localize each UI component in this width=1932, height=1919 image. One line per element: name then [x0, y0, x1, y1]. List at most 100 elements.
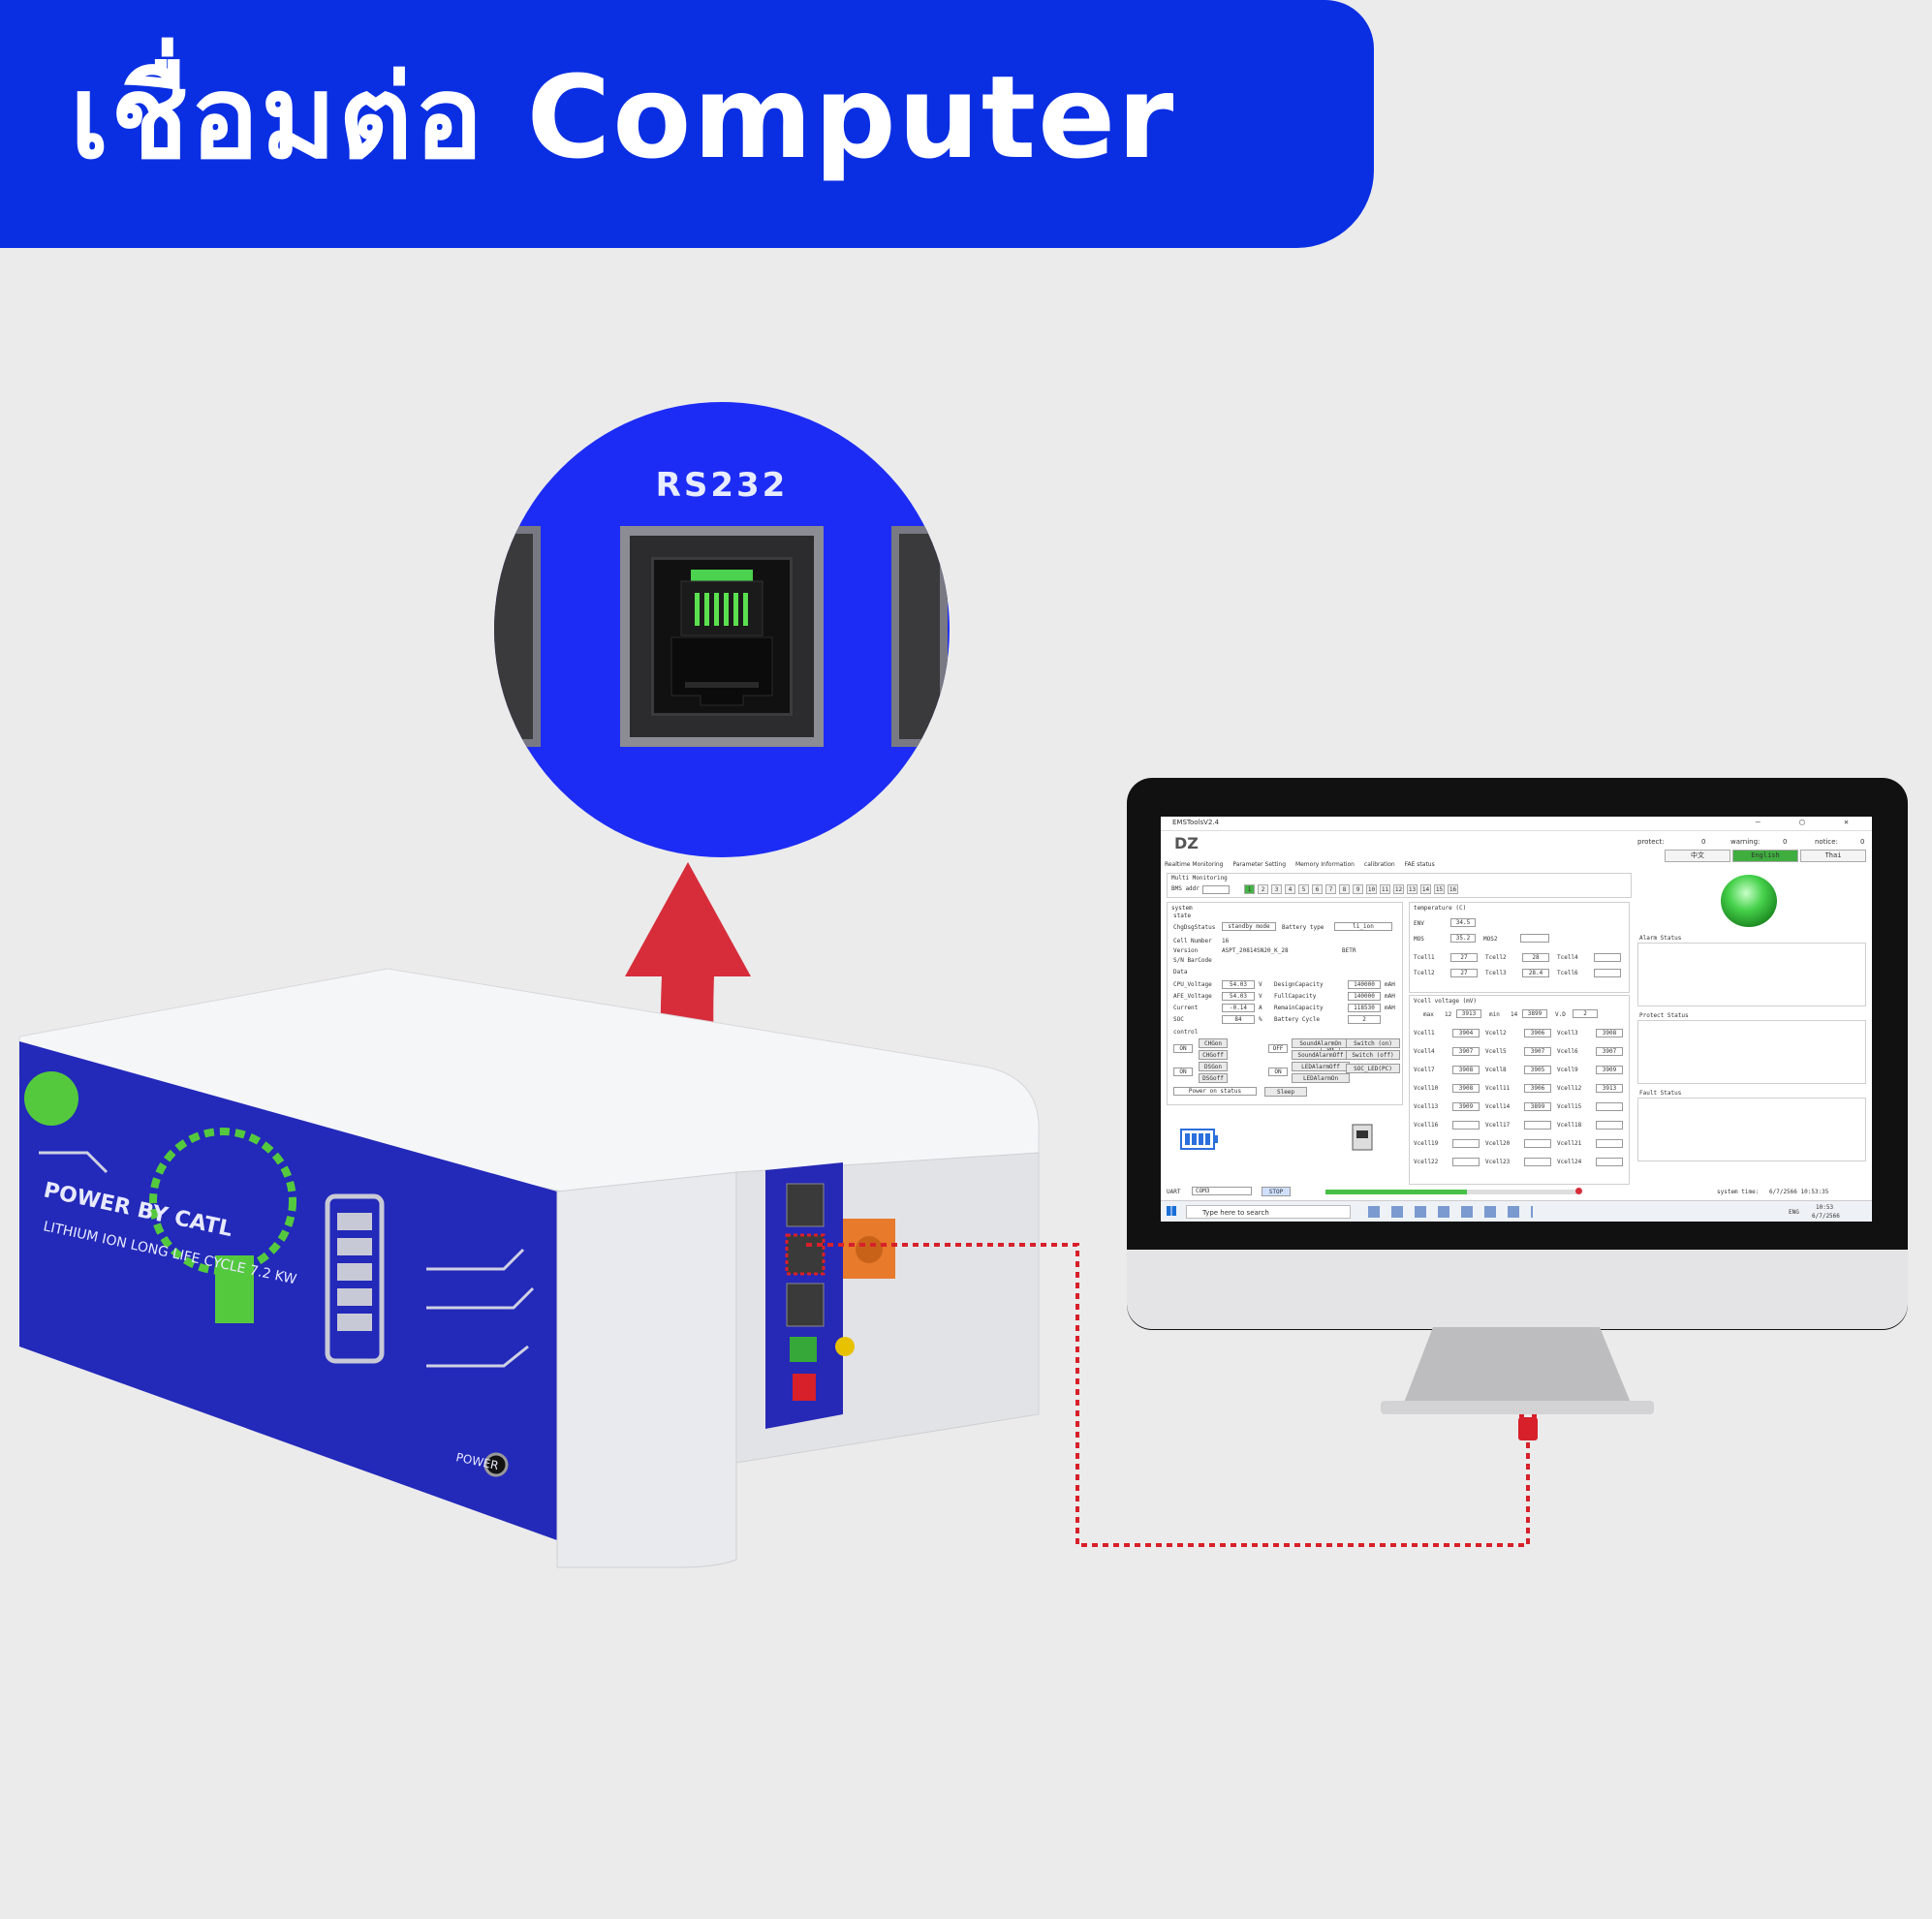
status-led-icon [1721, 875, 1777, 927]
bms-addr-button-12[interactable]: 12 [1393, 884, 1404, 894]
vcell-value: 3908 [1452, 1066, 1480, 1074]
temp-cell-value [1594, 953, 1621, 962]
taskbar-apps-icons[interactable] [1368, 1206, 1533, 1218]
data-value: 118530 [1348, 1004, 1381, 1012]
led-alarm-off-button[interactable]: LEDAlarmOff [1292, 1062, 1350, 1071]
dsg-on-indicator: ON [1173, 1068, 1193, 1076]
data-value: 140000 [1348, 980, 1381, 989]
sound-alarm-on-button[interactable]: SoundAlarmOn [1292, 1038, 1350, 1048]
led-alarm-on-button[interactable]: LEDAlarmOn [1292, 1073, 1350, 1083]
app-logo: DZ [1174, 834, 1199, 852]
header-banner: เชื่อมต่อ Computer [0, 0, 1374, 248]
vcell-label: Vcell15 [1557, 1103, 1582, 1110]
vcell-value: 3906 [1524, 1084, 1551, 1093]
bms-addr-button-7[interactable]: 7 [1325, 884, 1336, 894]
chg-dsg-status-value: standby mode [1222, 922, 1276, 931]
stop-button[interactable]: STOP [1262, 1187, 1291, 1196]
bms-addr-button-8[interactable]: 8 [1339, 884, 1350, 894]
bms-addr-button-6[interactable]: 6 [1312, 884, 1323, 894]
tab-memory[interactable]: Memory Information [1294, 861, 1355, 868]
vcell-value [1452, 1139, 1480, 1148]
com-port-select[interactable]: COM3 [1192, 1187, 1252, 1195]
tab-fae[interactable]: FAE status [1404, 861, 1435, 868]
data-label: SOC [1173, 1016, 1184, 1023]
tab-calibration[interactable]: calibration [1363, 861, 1395, 868]
sound-alarm-off-button[interactable]: SoundAlarmOff [1292, 1050, 1350, 1060]
battery-unit: POWER BY CATL LITHIUM ION LONG LIFE CYCL… [0, 959, 1066, 1583]
lang-thai-button[interactable]: Thai [1800, 850, 1866, 862]
rj-port-frame [620, 526, 824, 747]
data-unit: mAH [1385, 1005, 1395, 1011]
bms-addr-button-9[interactable]: 9 [1353, 884, 1363, 894]
system-time-label: system time: [1717, 1189, 1760, 1195]
temp-cell-label: Tcell1 [1414, 954, 1435, 961]
temp-cell-value: 28.4 [1522, 969, 1549, 977]
vcell-vd-label: V.D [1555, 1011, 1566, 1018]
bms-addr-button-10[interactable]: 10 [1366, 884, 1377, 894]
taskbar-clock-date: 6/7/2566 [1812, 1213, 1840, 1220]
bms-addr-input[interactable] [1202, 885, 1230, 894]
vcell-value [1596, 1102, 1623, 1111]
data-title: Data [1173, 969, 1188, 975]
taskbar-search-input[interactable]: Type here to search [1186, 1205, 1351, 1219]
bms-addr-button-3[interactable]: 3 [1271, 884, 1282, 894]
dsg-off-button[interactable]: DSGoff [1199, 1073, 1228, 1083]
rs232-label: RS232 [655, 466, 789, 505]
bms-addr-button-11[interactable]: 11 [1380, 884, 1390, 894]
vcell-value: 3906 [1524, 1029, 1551, 1037]
bms-addr-button-1[interactable]: 1 [1244, 884, 1255, 894]
chg-off-button[interactable]: CHGoff [1199, 1050, 1228, 1060]
vcell-value: 3907 [1452, 1047, 1480, 1056]
monitor-chin [1127, 1250, 1908, 1329]
vcell-value: 3909 [1452, 1102, 1480, 1111]
vcell-value: 3908 [1596, 1029, 1623, 1037]
bms-addr-button-5[interactable]: 5 [1298, 884, 1309, 894]
temp-cell-value: 28 [1522, 953, 1549, 962]
system-panel: system state ChgDsgStatus standby mode B… [1167, 902, 1403, 1105]
vcell-label: Vcell3 [1557, 1030, 1578, 1037]
switch-off-button[interactable]: Switch (off) [1346, 1050, 1400, 1060]
vcell-label: Vcell8 [1485, 1067, 1507, 1073]
warning-value: 0 [1783, 838, 1788, 846]
taskbar-lang[interactable]: ENG [1789, 1209, 1799, 1216]
lang-chinese-button[interactable]: 中文 [1665, 850, 1730, 862]
alarm-status-label: Alarm Status [1639, 935, 1682, 942]
sleep-button[interactable]: Sleep [1264, 1087, 1307, 1097]
version-extra: BETR [1342, 947, 1356, 954]
vcell-value: 3909 [1596, 1066, 1623, 1074]
vcell-label: Vcell22 [1414, 1159, 1439, 1165]
vcell-value: 3913 [1596, 1084, 1623, 1093]
chg-dsg-status-label: ChgDsgStatus [1173, 924, 1216, 931]
bms-addr-button-15[interactable]: 15 [1434, 884, 1445, 894]
tab-parameter[interactable]: Parameter Setting [1232, 861, 1287, 868]
data-label: RemainCapacity [1274, 1005, 1324, 1011]
vcell-value: 3907 [1596, 1047, 1623, 1056]
vcell-label: Vcell13 [1414, 1103, 1439, 1110]
bms-addr-button-16[interactable]: 16 [1448, 884, 1458, 894]
temperature-panel: temperature (C) ENV 34.5 MOS 35.2 MOS2 T… [1409, 902, 1630, 993]
state-title: state [1173, 913, 1192, 919]
protect-status-label: Protect Status [1639, 1012, 1689, 1019]
bms-addr-button-13[interactable]: 13 [1407, 884, 1418, 894]
data-value: 140000 [1348, 992, 1381, 1001]
window-controls[interactable]: — ▢ ✕ [1755, 818, 1866, 826]
vcell-value [1524, 1139, 1551, 1148]
tab-realtime[interactable]: Realtime Monitoring [1165, 861, 1224, 868]
bms-addr-button-4[interactable]: 4 [1285, 884, 1295, 894]
windows-start-icon[interactable] [1167, 1206, 1176, 1216]
bms-addr-button-2[interactable]: 2 [1258, 884, 1268, 894]
warning-label: warning: [1730, 838, 1761, 846]
rj45-socket-icon [651, 557, 793, 716]
vcell-label: Vcell18 [1557, 1122, 1582, 1129]
vcell-max-label: max [1423, 1011, 1434, 1018]
soc-led-button[interactable]: SOC_LED(PC) [1346, 1064, 1400, 1073]
data-label: DesignCapacity [1274, 981, 1324, 988]
bms-addr-button-14[interactable]: 14 [1420, 884, 1431, 894]
chg-on-button[interactable]: CHGon [1199, 1038, 1228, 1048]
temp-cell-label: Tcell6 [1557, 970, 1578, 976]
lang-english-button[interactable]: English [1732, 850, 1798, 862]
vcell-label: Vcell11 [1485, 1085, 1511, 1092]
data-unit: A [1259, 1005, 1262, 1011]
switch-on-button[interactable]: Switch (on) [1346, 1038, 1400, 1048]
dsg-on-button[interactable]: DSGon [1199, 1062, 1228, 1071]
